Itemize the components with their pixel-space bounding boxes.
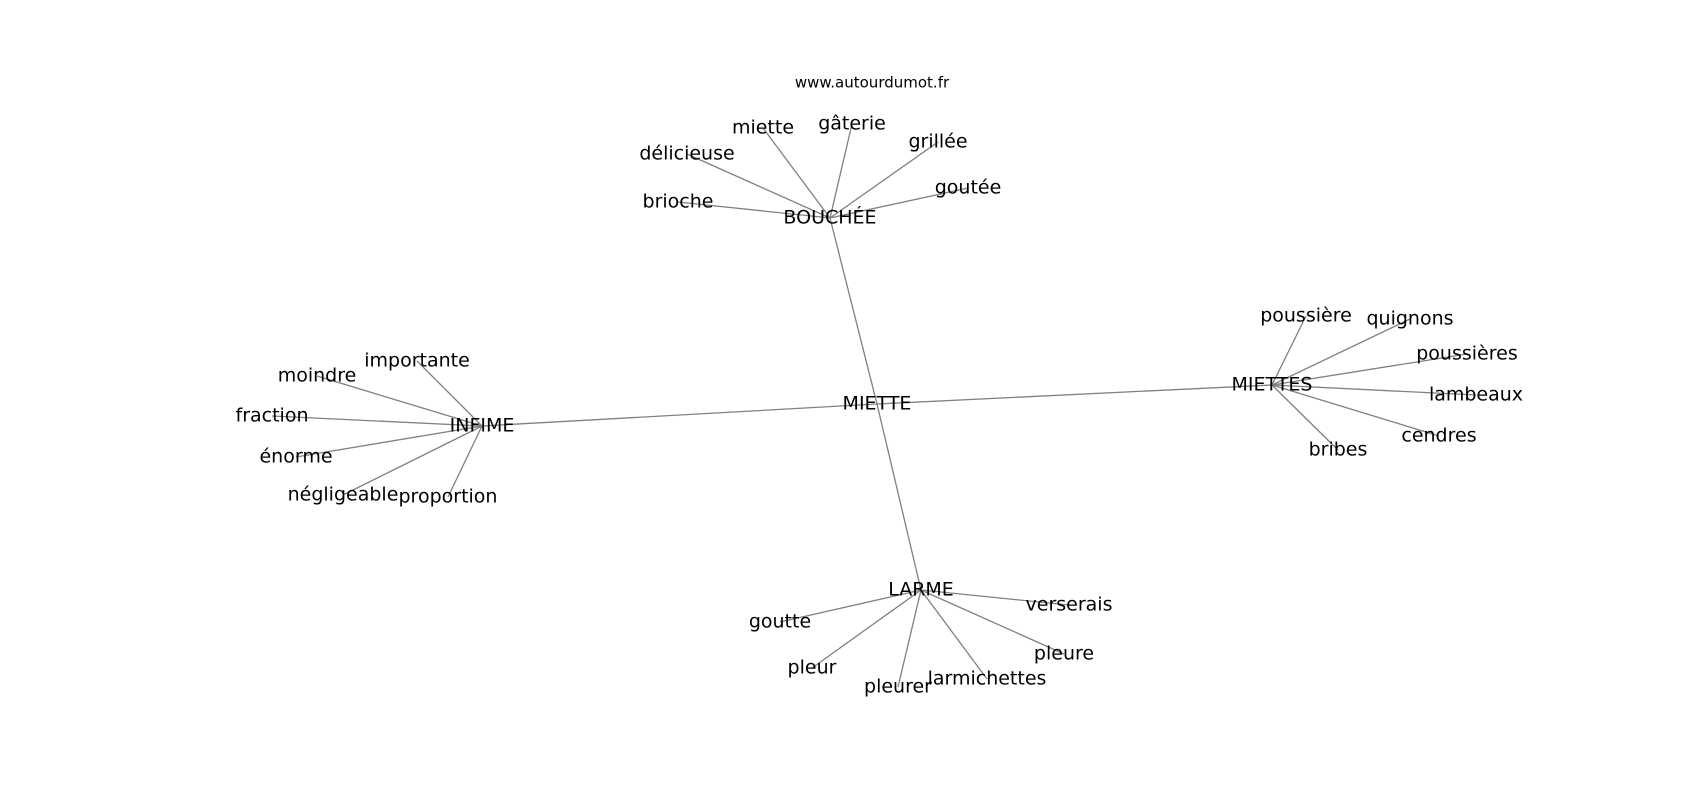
source-watermark: www.autourdumot.fr (795, 74, 950, 92)
word-node-label: proportion (399, 486, 498, 508)
word-node-label: goutte (749, 611, 811, 633)
edge-miettes-1 (1271, 318, 1411, 386)
edge-miettes-3 (1271, 384, 1477, 396)
edge-center-larme (876, 403, 922, 591)
word-node-label: pleure (1034, 643, 1094, 665)
word-node-label: gâterie (818, 113, 886, 135)
word-node-label: poussière (1260, 305, 1352, 327)
edge-bouchee-2 (762, 127, 831, 219)
word-node-label: cendres (1401, 425, 1476, 447)
word-node-label: bribes (1309, 439, 1368, 461)
word-node-label: moindre (278, 365, 357, 387)
edge-center-miettes (876, 384, 1273, 405)
edge-larme-5 (920, 589, 1070, 606)
edge-miettes-5 (1271, 384, 1339, 451)
edge-larme-1 (811, 589, 922, 669)
edge-miettes-2 (1271, 353, 1468, 386)
edge-infime-4 (342, 425, 483, 496)
word-node-label: délicieuse (639, 143, 734, 165)
hub-node-label-miettes: MIETTES (1232, 374, 1313, 396)
word-node-label: poussières (1416, 343, 1517, 365)
word-node-label: importante (364, 350, 470, 372)
graph-labels: www.autourdumot.fr MIETTE brioche délicie… (236, 74, 1524, 698)
edge-bouchee-1 (686, 153, 831, 219)
edge-center-infime (481, 403, 878, 427)
edge-bouchee-5 (829, 187, 969, 219)
word-node-label: brioche (643, 191, 714, 213)
word-node-label: pleurer (864, 676, 932, 698)
edge-center-bouchee (829, 217, 878, 405)
edge-larme-2 (897, 589, 922, 688)
word-node-label: quignons (1366, 308, 1453, 330)
word-node-label: négligeable (288, 484, 399, 506)
edge-bouchee-3 (829, 123, 853, 219)
word-node-label: miette (732, 117, 794, 139)
center-node-label: MIETTE (843, 393, 912, 415)
graph-edges (271, 123, 1477, 688)
edge-infime-0 (416, 360, 483, 427)
word-node-label: lambeaux (1429, 384, 1523, 406)
hub-node-label-bouchee: BOUCHÉE (783, 206, 876, 229)
edge-infime-3 (295, 425, 483, 458)
word-node-label: énorme (259, 446, 332, 468)
word-node-label: goutée (935, 177, 1002, 199)
edge-larme-4 (920, 589, 1065, 655)
edge-miettes-0 (1271, 315, 1307, 386)
word-node-label: fraction (236, 405, 309, 427)
edge-larme-3 (920, 589, 988, 680)
edge-bouchee-4 (829, 141, 939, 219)
edge-miettes-4 (1271, 384, 1440, 437)
hub-node-label-larme: LARME (888, 579, 954, 601)
edge-bouchee-0 (677, 201, 831, 219)
word-node-label: verserais (1026, 594, 1113, 616)
hub-node-label-infime: INFIME (450, 415, 515, 437)
edge-infime-2 (271, 415, 483, 427)
word-node-label: larmichettes (928, 668, 1047, 690)
edge-infime-1 (316, 375, 483, 427)
edge-larme-0 (779, 589, 922, 623)
edge-infime-5 (447, 425, 483, 498)
word-node-label: grillée (908, 131, 967, 153)
word-node-label: pleur (788, 657, 837, 679)
